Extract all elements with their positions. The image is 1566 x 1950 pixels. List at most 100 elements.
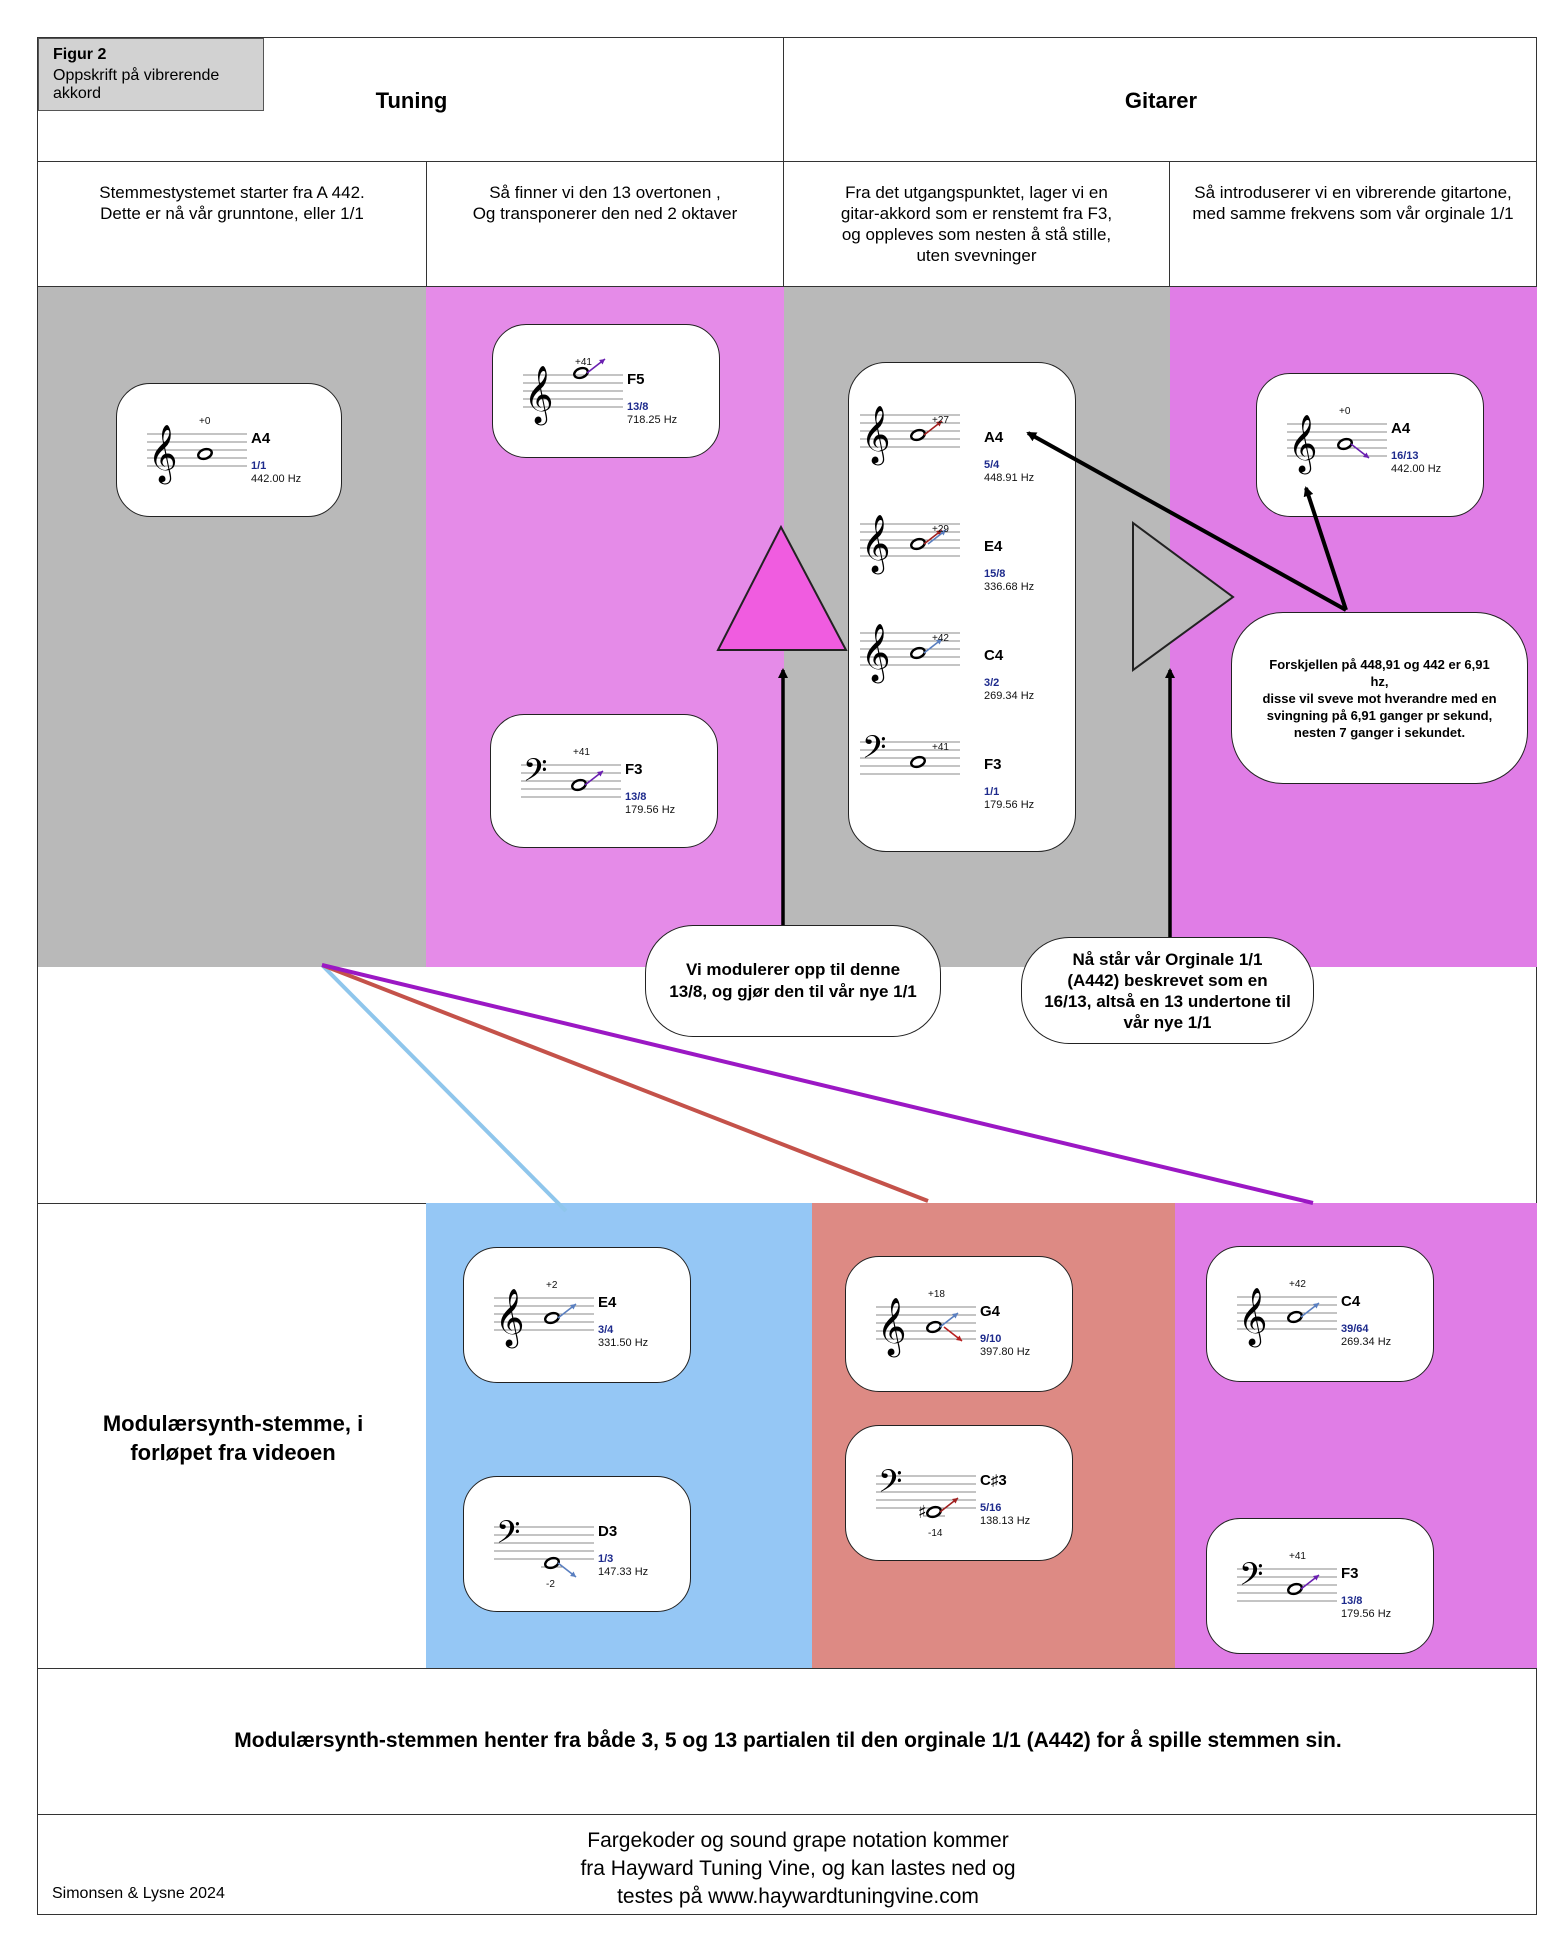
bass-clef-icon: 𝄢 <box>496 1514 520 1558</box>
tuning-arrowhead-icon <box>570 1571 576 1577</box>
staff-graphic: 𝄞 <box>876 1297 976 1358</box>
note-name: F3 <box>984 756 1002 773</box>
note-cents: -14 <box>928 1528 943 1539</box>
note-frequency: 147.33 Hz <box>598 1566 649 1578</box>
note-ratio: 16/13 <box>1391 450 1419 462</box>
note-cents: +0 <box>1339 406 1351 417</box>
staff-graphic: 𝄞 <box>860 623 960 684</box>
note-ratio: 1/3 <box>598 1553 614 1565</box>
note-ratio: 13/8 <box>627 401 649 413</box>
note-frequency: 442.00 Hz <box>251 473 302 485</box>
modular-label-cell: Modulærsynth-stemme, i forløpet fra vide… <box>37 1203 427 1669</box>
tuning-arrowhead-icon <box>952 1313 958 1319</box>
modular-label: Modulærsynth-stemme, i forløpet fra vide… <box>102 1411 364 1465</box>
note-ratio: 15/8 <box>984 568 1006 580</box>
note-cents: +18 <box>928 1289 945 1300</box>
tuning-arrowhead-icon <box>936 421 942 427</box>
figure-label: Figur 2 <box>53 46 107 63</box>
note-name: A4 <box>251 430 271 447</box>
note-name: C4 <box>1341 1293 1361 1310</box>
tuning-arrowhead-icon <box>1313 1575 1319 1581</box>
staff-graphic: 𝄢♯ <box>876 1463 976 1523</box>
notehead <box>910 755 926 769</box>
notehead <box>197 447 213 461</box>
note-ratio: 13/8 <box>1341 1595 1363 1607</box>
tuning-arrowhead-icon <box>599 359 605 365</box>
tuning-arrowhead-icon <box>597 771 603 777</box>
note-frequency: 269.34 Hz <box>1341 1336 1392 1348</box>
note-name: F5 <box>627 371 645 388</box>
note-cents: +27 <box>932 415 949 426</box>
tuning-arrowhead-icon <box>570 1304 576 1310</box>
figure-label-box: Figur 2 Oppskrift på vibrerende akkord <box>38 38 264 111</box>
note-frequency: 269.34 Hz <box>984 690 1035 702</box>
tuning-arrowhead-icon <box>940 530 946 536</box>
sharp-icon: ♯ <box>918 1502 927 1523</box>
note-frequency: 179.56 Hz <box>625 804 676 816</box>
note-name: A4 <box>1391 420 1411 437</box>
bass-clef-icon: 𝄢 <box>862 729 886 773</box>
note-name: F3 <box>1341 1565 1359 1582</box>
note-frequency: 179.56 Hz <box>984 799 1035 811</box>
note-cents: +41 <box>573 747 590 758</box>
notehead <box>573 366 589 380</box>
staff-graphic: 𝄞 <box>860 405 960 466</box>
notehead <box>1287 1310 1303 1324</box>
notehead <box>910 646 926 660</box>
bubble-original: Nå står vår Orginale 1/1 (A442) beskreve… <box>1021 937 1314 1044</box>
footer-credits: Simonsen & Lysne 2024 <box>52 1885 225 1902</box>
treble-clef-icon: 𝄞 <box>148 424 178 485</box>
tuning-arrowhead-icon <box>1363 452 1369 458</box>
note-frequency: 138.13 Hz <box>980 1515 1031 1527</box>
note-frequency: 331.50 Hz <box>598 1337 649 1349</box>
figure-caption: Oppskrift på vibrerende akkord <box>53 67 220 102</box>
staff-graphic: 𝄞 <box>1237 1287 1337 1348</box>
note-ratio: 3/2 <box>984 677 1000 689</box>
note-cents: +2 <box>546 1280 558 1291</box>
note-cents: +42 <box>1289 1279 1306 1290</box>
note-name: G4 <box>980 1303 1001 1320</box>
note-name: D3 <box>598 1523 618 1540</box>
tuning-arrowhead-icon <box>1313 1303 1319 1309</box>
description-step-4: Så introduserer vi en vibrerende gitarto… <box>1169 161 1537 287</box>
header-tuning-label: Tuning <box>375 87 448 113</box>
note-frequency: 179.56 Hz <box>1341 1608 1392 1620</box>
treble-clef-icon: 𝄞 <box>1238 1287 1268 1348</box>
notehead <box>926 1320 942 1334</box>
notehead <box>1337 437 1353 451</box>
note-cents: +41 <box>1289 1551 1306 1562</box>
staff-graphic: 𝄢 <box>494 1514 594 1578</box>
staff-graphic: 𝄢 <box>860 729 960 775</box>
summary-text: Modulærsynth-stemmen henter fra både 3, … <box>234 1729 1342 1752</box>
note-frequency: 448.91 Hz <box>984 472 1035 484</box>
note-cents: +41 <box>575 357 592 368</box>
note-name: E4 <box>598 1294 617 1311</box>
note-name: C4 <box>984 647 1004 664</box>
tuning-arrowhead-icon <box>952 1498 958 1504</box>
notehead <box>926 1505 942 1519</box>
header-gitarer: Gitarer <box>783 37 1537 162</box>
staff-graphic: 𝄞 <box>147 424 247 485</box>
treble-clef-icon: 𝄞 <box>861 405 891 466</box>
tuning-arrowhead-icon <box>936 639 942 645</box>
treble-clef-icon: 𝄞 <box>1288 414 1318 475</box>
note-ratio: 3/4 <box>598 1324 614 1336</box>
note-cents: +42 <box>932 633 949 644</box>
staff-graphic: 𝄞 <box>860 514 960 575</box>
note-name: E4 <box>984 538 1003 555</box>
notehead <box>544 1556 560 1570</box>
note-ratio: 9/10 <box>980 1333 1002 1345</box>
